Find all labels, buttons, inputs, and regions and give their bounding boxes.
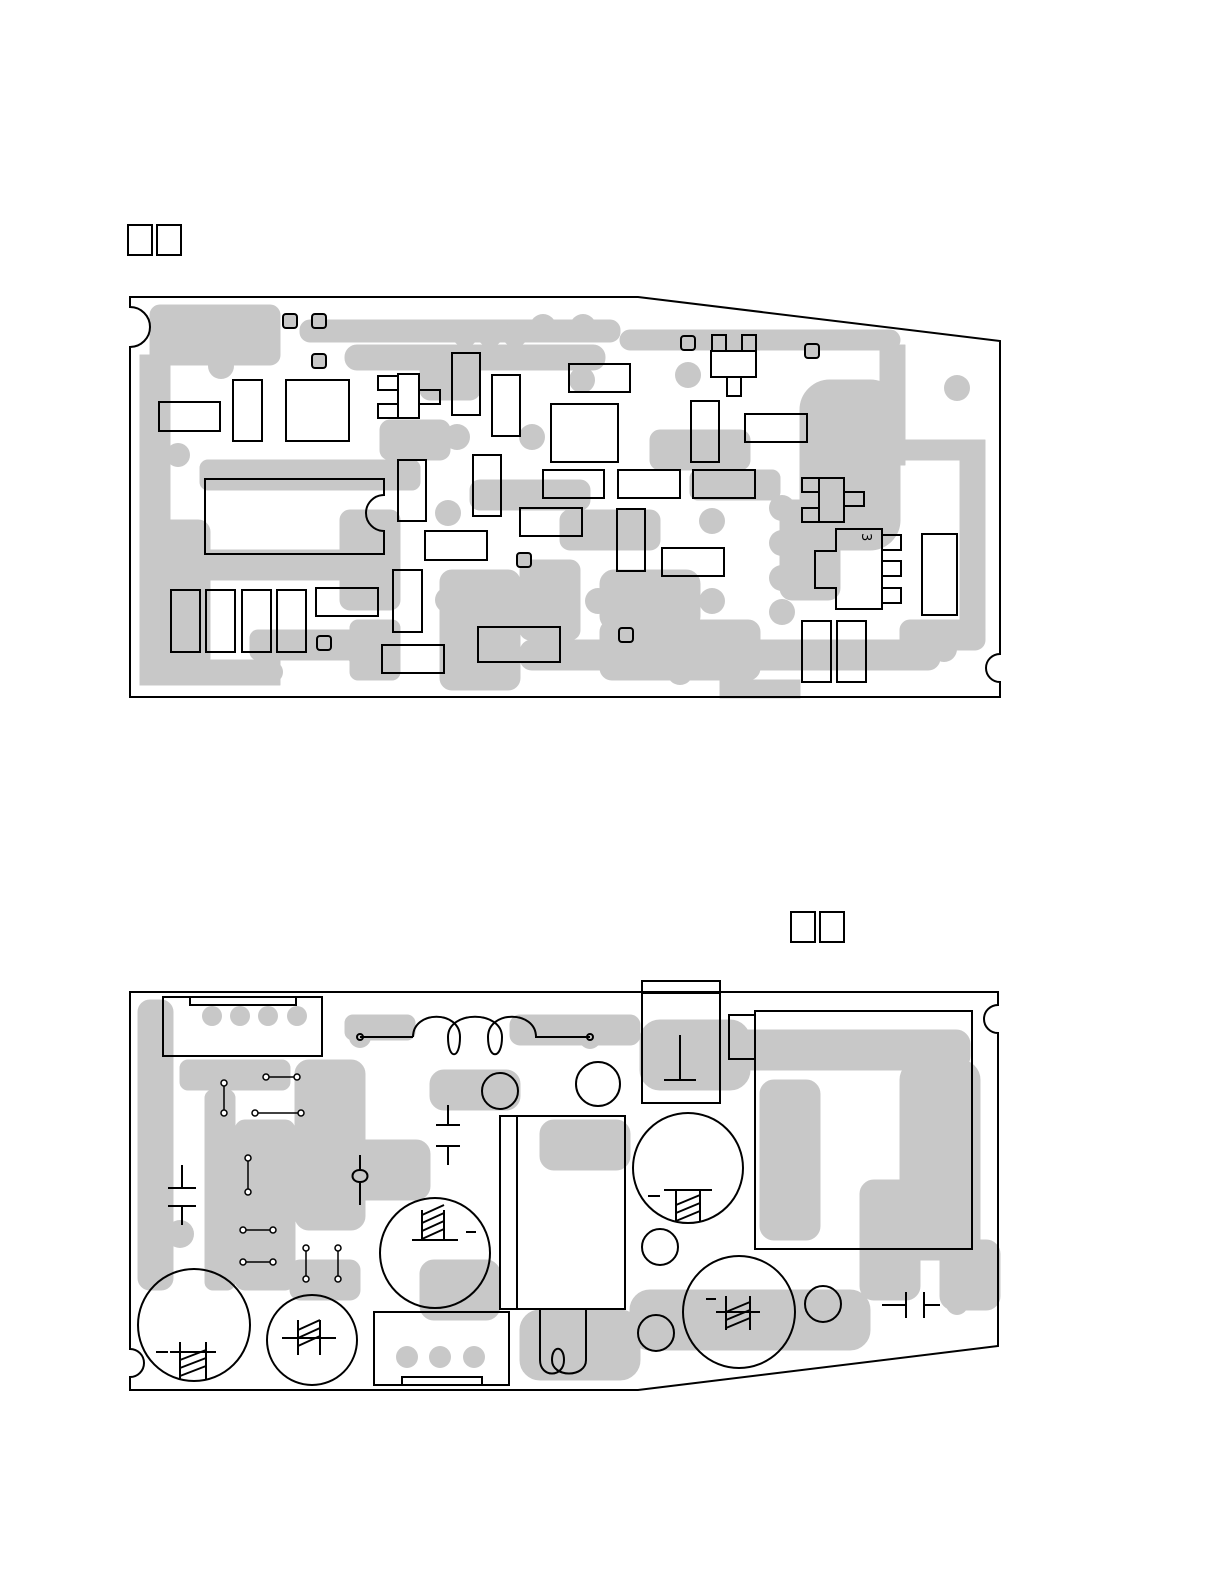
marker-box [156,224,182,256]
marker-box [819,911,845,943]
top-board-marker [127,224,182,256]
bottom-pcb-layout [0,975,1227,1405]
top-component-label: 3 [858,533,873,541]
top-pcb-layout: 3 [0,280,1227,710]
bottom-board-marker [790,911,845,943]
marker-box [790,911,816,943]
marker-box [127,224,153,256]
top-copper-traces [140,305,985,698]
